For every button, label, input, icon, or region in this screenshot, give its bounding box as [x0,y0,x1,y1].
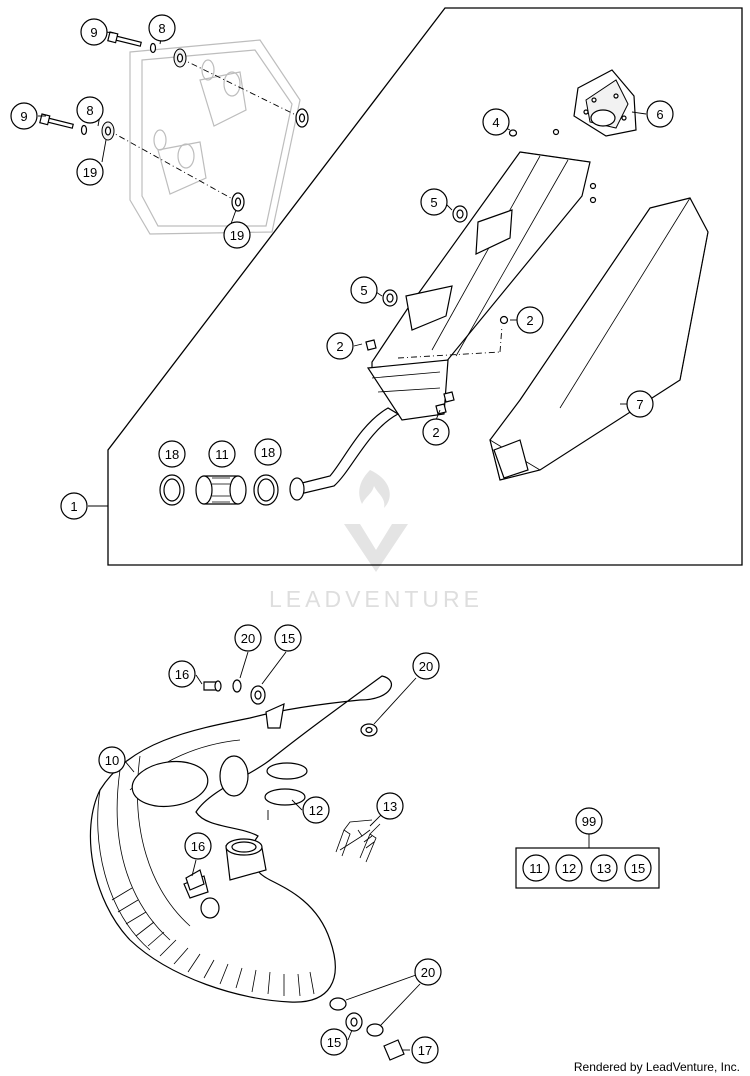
kit-item-11[interactable]: 11 [522,854,550,882]
callout-label: 10 [105,753,119,768]
callout-label: 20 [421,965,435,980]
inlet-seals [159,474,279,506]
callout-13[interactable]: 13 [376,792,404,820]
callout-label: 2 [432,425,439,440]
watermark-brand: LEADVENTURE [269,586,483,612]
callout-20-bottom[interactable]: 20 [414,958,442,986]
grommet-upper-hole [456,209,464,219]
callout-label: 9 [90,25,97,40]
callout-label: 7 [636,397,643,412]
leadventure-watermark: LEADVENTURE [269,470,483,612]
callout-20-top[interactable]: 20 [234,624,262,652]
callout-2-left[interactable]: 2 [326,332,354,360]
kit-item-label: 13 [597,861,611,876]
callout-label: 20 [241,631,255,646]
kit-item-label: 15 [631,861,645,876]
exhaust-pipe [89,675,392,1003]
callout-8-lower[interactable]: 8 [76,96,104,124]
callout-16-lower[interactable]: 16 [184,832,212,860]
assembly-1-frame [107,7,743,566]
callout-label: 2 [336,339,343,354]
callout-17[interactable]: 17 [411,1036,439,1064]
callout-18-right[interactable]: 18 [254,438,282,466]
callout-label: 17 [418,1043,432,1058]
callout-label: 19 [83,165,97,180]
callout-20-right[interactable]: 20 [412,652,440,680]
callout-1[interactable]: 1 [60,492,88,520]
render-credit: Rendered by LeadVenture, Inc. [574,1060,740,1074]
kit-item-13[interactable]: 13 [590,854,618,882]
callout-label: 99 [582,814,596,829]
callout-10[interactable]: 10 [98,746,126,774]
callout-label: 5 [430,195,437,210]
grommet-lower-hole [386,293,394,303]
callout-label: 15 [327,1035,341,1050]
callout-label: 2 [526,313,533,328]
springs [335,819,381,863]
callout-label: 9 [20,109,27,124]
callout-19-left[interactable]: 19 [76,158,104,186]
callout-16-top[interactable]: 16 [168,660,196,688]
callout-7[interactable]: 7 [626,390,654,418]
callout-11[interactable]: 11 [208,440,236,468]
end-cap [573,69,637,137]
gasket [264,762,308,820]
callout-18-left[interactable]: 18 [158,440,186,468]
callout-label: 16 [175,667,189,682]
callout-label: 20 [419,659,433,674]
callout-6[interactable]: 6 [646,100,674,128]
kit-item-15[interactable]: 15 [624,854,652,882]
callout-label: 19 [230,228,244,243]
callout-8-upper[interactable]: 8 [148,14,176,42]
callout-4[interactable]: 4 [482,108,510,136]
bracket-fasteners [39,31,309,212]
callout-label: 18 [165,447,179,462]
silencer-cover [489,197,709,481]
callout-label: 11 [215,447,229,462]
callout-9-upper[interactable]: 9 [80,18,108,46]
callout-12[interactable]: 12 [302,796,330,824]
callout-2-bottom[interactable]: 2 [422,418,450,446]
callout-99[interactable]: 99 [575,807,603,835]
callout-5-lower[interactable]: 5 [350,276,378,304]
callout-9-lower[interactable]: 9 [10,102,38,130]
callout-label: 8 [86,103,93,118]
callout-label: 8 [158,21,165,36]
callout-label: 4 [492,115,499,130]
callout-label: 13 [383,799,397,814]
heat-shield-bracket [129,39,301,235]
kit-item-12[interactable]: 12 [555,854,583,882]
callout-label: 16 [191,839,205,854]
small-fasteners [365,128,597,415]
kit-item-label: 12 [562,861,576,876]
callout-label: 5 [360,283,367,298]
pipe-fasteners [185,679,405,1061]
callout-5-upper[interactable]: 5 [420,188,448,216]
callouts: 9 8 9 8 19 19 4 6 [10,14,674,1064]
callout-label: 12 [309,803,323,818]
silencer-body [289,151,591,501]
callout-2-right[interactable]: 2 [516,306,544,334]
callout-15-bottom[interactable]: 15 [320,1028,348,1056]
kit-item-label: 11 [529,861,543,876]
kit-box: 11 12 13 15 [515,847,660,889]
callout-19-right[interactable]: 19 [223,221,251,249]
callout-label: 6 [656,107,663,122]
callout-label: 1 [70,499,77,514]
callout-label: 18 [261,445,275,460]
callout-15-top[interactable]: 15 [274,624,302,652]
callout-label: 15 [281,631,295,646]
